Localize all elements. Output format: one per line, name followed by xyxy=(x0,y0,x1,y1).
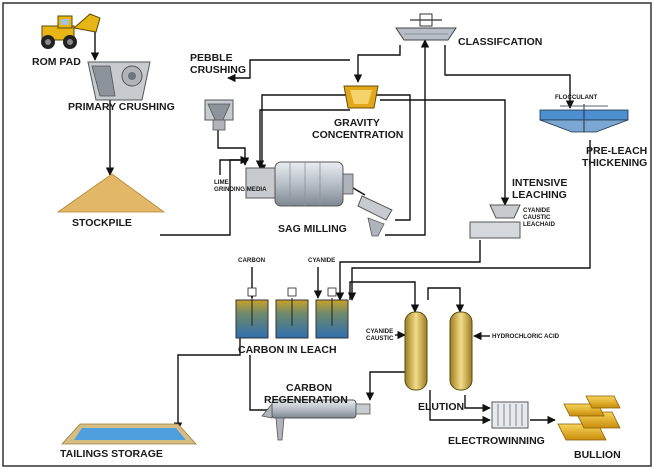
label-intensive-line1: INTENSIVE xyxy=(512,177,567,189)
label-carbon-reagent: CARBON xyxy=(238,257,266,264)
stage-labels: ROM PAD PRIMARY CRUSHING PEBBLE CRUSHING… xyxy=(32,36,647,461)
label-cyanide-reagent: CYANIDE xyxy=(308,257,335,264)
label-pre-leach-line2: THICKENING xyxy=(582,157,647,169)
label-primary-crushing: PRIMARY CRUSHING xyxy=(68,101,175,113)
label-sag-milling: SAG MILLING xyxy=(278,223,347,235)
label-bullion: BULLION xyxy=(574,449,621,461)
cyclone-cluster-icon xyxy=(395,13,457,41)
cone-crusher-icon xyxy=(204,99,234,131)
label-pre-leach-line1: PRE-LEACH xyxy=(586,145,647,157)
label-carbon-regen-line2: REGENERATION xyxy=(264,394,348,406)
label-caustic-leach: CAUSTIC xyxy=(523,214,551,221)
label-carbon-in-leach: CARBON IN LEACH xyxy=(238,344,337,356)
intensive-leach-reactor-icon xyxy=(469,204,521,239)
regeneration-kiln-icon xyxy=(261,399,371,441)
vibrating-screen-icon xyxy=(357,195,393,237)
label-gravity-line1: GRAVITY xyxy=(334,117,380,129)
tailings-dam-icon xyxy=(61,423,197,445)
label-electrowinning: ELECTROWINNING xyxy=(448,435,545,447)
label-flocculant: FLOCCULANT xyxy=(555,94,597,101)
label-cyanide-leach: CYANIDE xyxy=(523,207,550,214)
elution-column xyxy=(404,311,428,391)
stockpile-icon xyxy=(56,173,166,213)
cil-tanks xyxy=(235,287,349,339)
flow-lines xyxy=(90,25,591,431)
label-classification: CLASSIFCATION xyxy=(458,36,542,48)
label-carbon-regen-line1: CARBON xyxy=(286,382,332,394)
label-hydrochloric-acid: HYDROCHLORIC ACID xyxy=(492,333,560,340)
label-caustic-elution: CAUSTIC xyxy=(366,335,394,342)
loader-icon xyxy=(41,13,101,49)
label-tailings-storage: TAILINGS STORAGE xyxy=(60,448,163,460)
electrowinning-cell-icon xyxy=(491,401,529,429)
label-leachaid: LEACHAID xyxy=(523,221,555,228)
gravity-concentrator-icon xyxy=(343,85,379,109)
reagent-labels: LIME GRINDING MEDIA FLOCCULANT CYANIDE C… xyxy=(214,94,597,342)
jaw-crusher-icon xyxy=(87,61,151,101)
label-elution: ELUTION xyxy=(418,401,464,413)
label-stockpile: STOCKPILE xyxy=(72,217,132,229)
label-intensive-line2: LEACHING xyxy=(512,189,567,201)
label-lime: LIME xyxy=(214,179,229,186)
elution-column xyxy=(449,311,473,391)
label-cyanide-elution: CYANIDE xyxy=(366,328,393,335)
label-gravity-line2: CONCENTRATION xyxy=(312,129,403,141)
label-grinding-media: GRINDING MEDIA xyxy=(214,186,267,193)
thickener-icon xyxy=(539,104,629,133)
elution-columns xyxy=(404,311,473,391)
sag-mill-icon xyxy=(245,161,354,207)
label-pebble-crushing-line1: PEBBLE xyxy=(190,52,233,64)
gold-bullion-icon xyxy=(557,395,621,441)
label-pebble-crushing-line2: CRUSHING xyxy=(190,64,246,76)
label-rom-pad: ROM PAD xyxy=(32,56,81,68)
